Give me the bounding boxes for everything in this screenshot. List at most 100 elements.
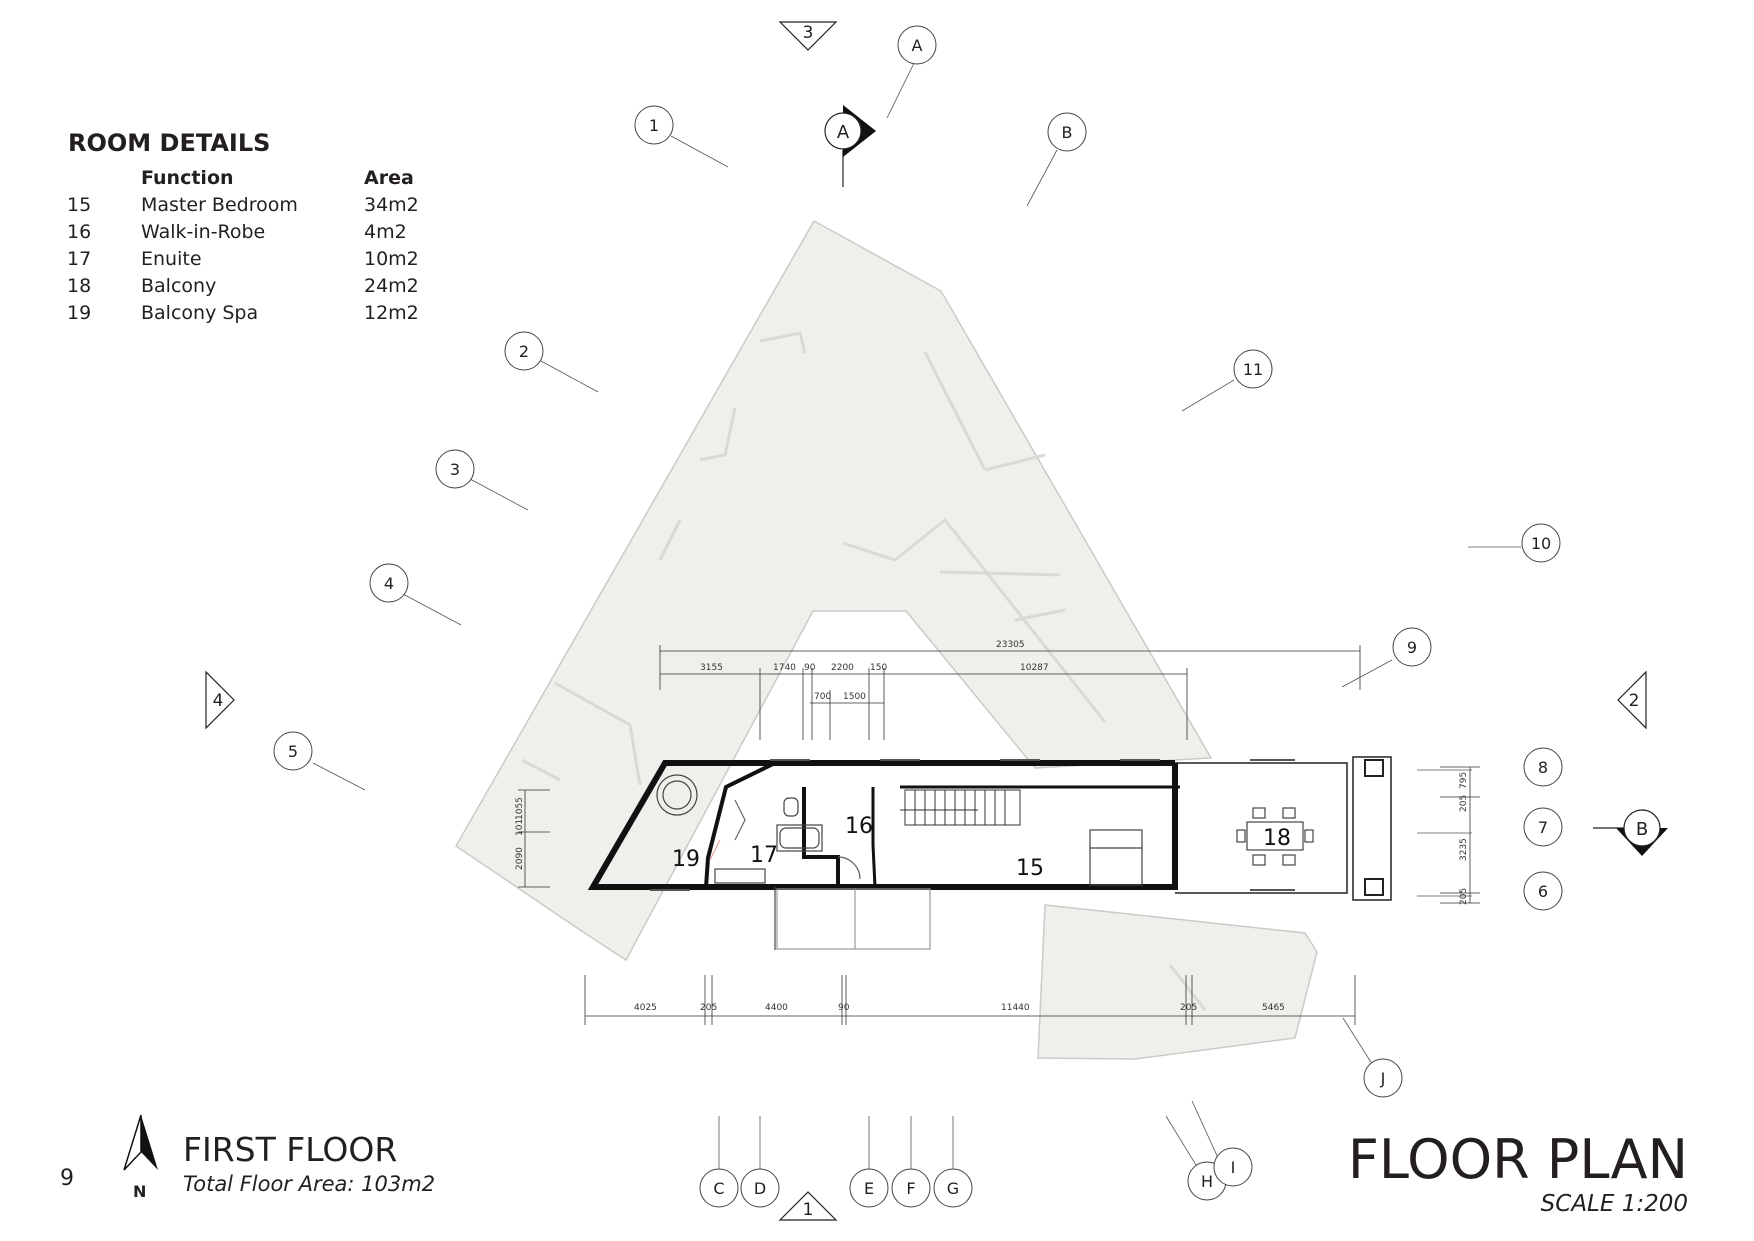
grid-leaders: [312, 56, 1521, 1175]
section-label-a: A: [837, 122, 850, 143]
grid-label-10: 10: [1531, 534, 1551, 553]
room-label-19: 19: [672, 847, 700, 872]
north-arrow-icon: [123, 1114, 158, 1171]
dimension-labels-top: 23305 3155 1740 90 2200 150 10287 700 15…: [700, 640, 1049, 702]
section-marker-b: B: [1593, 809, 1668, 856]
room-details-area-header: Area: [364, 167, 414, 189]
grid-label-1: 1: [649, 116, 659, 135]
grid-label-f: F: [906, 1179, 915, 1198]
bathtub: [776, 824, 823, 852]
grid-bubble: [897, 25, 937, 65]
room-area: 34m2: [364, 194, 419, 216]
door-swing: [837, 856, 861, 880]
grid-label-i: I: [1231, 1158, 1236, 1177]
grid-bubble: [1047, 112, 1087, 152]
dimension-labels-bottom: 4025 205 4400 90 11440 205 5465: [634, 1003, 1285, 1013]
grid-bubble: [435, 449, 475, 489]
grid-bubble: [1523, 807, 1563, 847]
drawing-title: FLOOR PLAN: [1347, 1128, 1688, 1191]
grid-label-j: J: [1380, 1069, 1386, 1088]
room-details-function-header: Function: [141, 167, 234, 189]
elevation-label-right: 2: [1629, 691, 1640, 711]
grid-bubble-labels: 1 2 3 4 5 6 7 8 9 10 11 A B C D E F G H …: [288, 36, 1551, 1198]
room-function: Balcony: [141, 275, 217, 297]
grid-label-3: 3: [450, 460, 460, 479]
room-label-16: 16: [845, 814, 873, 839]
window-ticks: [650, 759, 1295, 891]
grid-bubble: [1523, 871, 1563, 911]
dim-right-2: 205: [1459, 795, 1469, 812]
room-area: 12m2: [364, 302, 419, 324]
room-details-title: ROOM DETAILS: [68, 129, 271, 157]
dim-top-7: 700: [814, 692, 831, 702]
room-area: 10m2: [364, 248, 419, 270]
room-label-17: 17: [750, 843, 778, 868]
elevation-marker-bottom: [778, 1191, 838, 1221]
balcony-outline: [1175, 756, 1392, 901]
north-label: N: [133, 1182, 147, 1201]
grid-bubble: [1523, 747, 1563, 787]
room-number: 15: [67, 194, 92, 216]
grid-label-a: A: [912, 36, 923, 55]
section-marker-a: A: [824, 105, 876, 187]
grid-label-b: B: [1062, 123, 1073, 142]
dimensions-right: [1440, 766, 1480, 904]
room-function: Balcony Spa: [141, 302, 259, 324]
grid-bubble: [933, 1168, 973, 1208]
elevation-label-left: 4: [213, 691, 224, 711]
dimensions-left: [518, 789, 550, 888]
grid-label-c: C: [713, 1179, 724, 1198]
grid-bubble: [634, 105, 674, 145]
dimension-labels-left: 1055 101 2090: [515, 797, 525, 870]
section-label-b: B: [1636, 819, 1648, 840]
grid-bubble: [849, 1168, 889, 1208]
grid-label-11: 11: [1243, 360, 1263, 379]
grid-label-6: 6: [1538, 882, 1548, 901]
grid-label-9: 9: [1407, 638, 1417, 657]
grid-bubble: [1521, 523, 1561, 563]
dim-top-4: 2200: [831, 663, 854, 673]
toilet: [783, 797, 799, 817]
grid-bubble: [699, 1168, 739, 1208]
dim-bottom-2: 205: [700, 1003, 717, 1013]
floor-title: FIRST FLOOR: [183, 1130, 398, 1169]
ghost-interior-walls: [521, 331, 1207, 1011]
elevation-label-top: 3: [803, 23, 814, 43]
dim-bottom-4: 90: [838, 1003, 850, 1013]
dim-right-1: 795: [1459, 772, 1469, 789]
grid-label-8: 8: [1538, 758, 1548, 777]
grid-bubble: [1363, 1058, 1403, 1098]
dimension-labels-right: 795 205 3235 205: [1459, 772, 1469, 905]
room-function: Walk-in-Robe: [141, 221, 266, 243]
elevation-label-bottom: 1: [803, 1200, 814, 1220]
grid-label-7: 7: [1538, 818, 1548, 837]
dim-top-3: 90: [804, 663, 816, 673]
grid-bubble: [1392, 627, 1432, 667]
vanity: [714, 868, 766, 884]
dim-top-6: 10287: [1020, 663, 1049, 673]
room-label-18: 18: [1263, 826, 1291, 851]
grid-bubble: [891, 1168, 931, 1208]
dim-top-1: 3155: [700, 663, 723, 673]
grid-label-h: H: [1201, 1172, 1213, 1191]
elevation-marker-left: [205, 670, 235, 730]
dim-top-8: 1500: [843, 692, 866, 702]
grid-bubble: [1213, 1147, 1253, 1187]
dimensions-top: [659, 645, 1361, 740]
dim-left-3: 2090: [515, 847, 525, 870]
page-number: 9: [60, 1166, 74, 1191]
room-label-15: 15: [1016, 856, 1044, 881]
room-area: 24m2: [364, 275, 419, 297]
dim-bottom-1: 4025: [634, 1003, 657, 1013]
grid-label-g: G: [947, 1179, 959, 1198]
bed: [1089, 829, 1143, 886]
grid-label-4: 4: [384, 574, 394, 593]
elevation-marker-top: [778, 21, 838, 51]
dim-left-2: 101: [515, 819, 525, 836]
floor-area: Total Floor Area: 103m2: [183, 1172, 436, 1196]
room-area: 4m2: [364, 221, 407, 243]
fixtures: [656, 774, 1314, 950]
room-number: 19: [67, 302, 92, 324]
dim-bottom-6: 205: [1180, 1003, 1197, 1013]
